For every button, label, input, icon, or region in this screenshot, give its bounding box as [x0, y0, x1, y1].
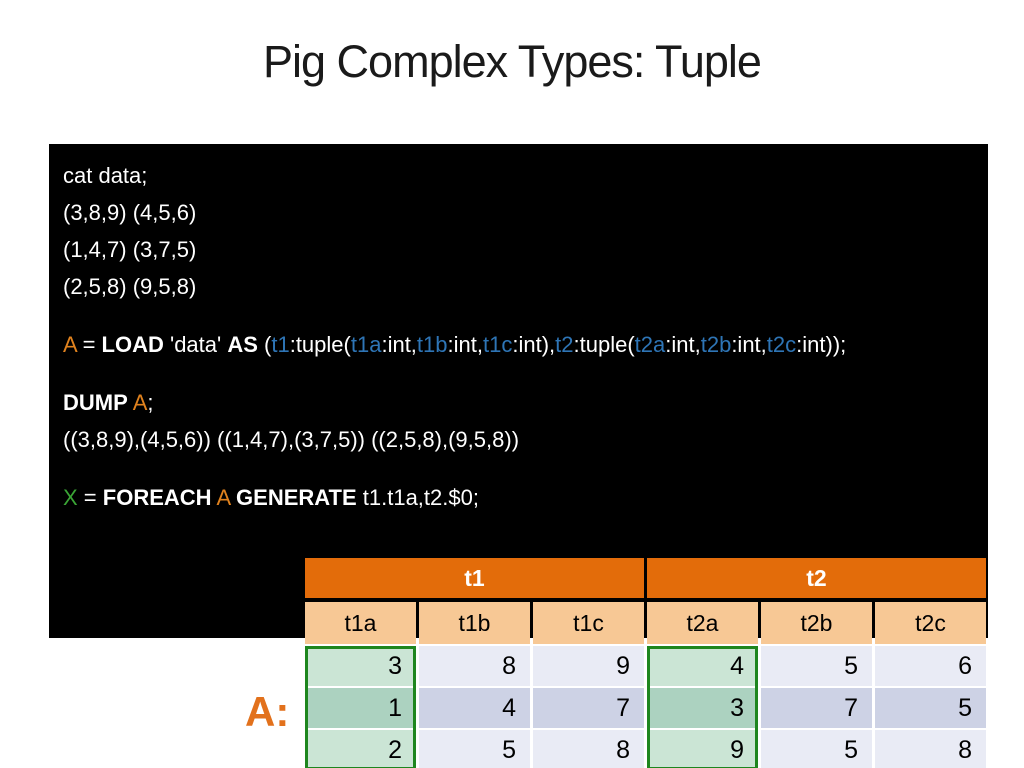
code-token: ;: [147, 390, 154, 415]
code-token: LOAD: [101, 332, 164, 357]
code-token: cat data;: [63, 163, 148, 188]
code-token: t2b: [700, 332, 732, 357]
code-line: (3,8,9) (4,5,6): [63, 194, 988, 231]
code-line: cat data;: [63, 157, 988, 194]
table-cell: 5: [761, 646, 872, 686]
table-header-cell: t1b: [419, 602, 530, 644]
table-cell: 7: [533, 688, 644, 728]
code-line: (2,5,8) (9,5,8): [63, 268, 988, 305]
code-token: t1a: [350, 332, 382, 357]
table-cell: 5: [761, 730, 872, 768]
table-cell: 7: [761, 688, 872, 728]
code-token: :int,: [665, 332, 701, 357]
code-token: t2a: [634, 332, 666, 357]
code-token: :tuple(: [289, 332, 351, 357]
code-token: :int,: [381, 332, 417, 357]
table-cell: 2: [305, 730, 416, 768]
table-header-cell: t2a: [647, 602, 758, 644]
code-token: =: [77, 485, 103, 510]
code-blank-line: [63, 458, 988, 479]
code-line: A = LOAD 'data' AS (t1:tuple(t1a:int,t1b…: [63, 326, 988, 363]
code-token: :int));: [796, 332, 847, 357]
code-line: (1,4,7) (3,7,5): [63, 231, 988, 268]
code-token: :int,: [447, 332, 483, 357]
table-header-cell: t1c: [533, 602, 644, 644]
code-blank-line: [63, 363, 988, 384]
table-cell: 8: [419, 646, 530, 686]
code-line: X = FOREACH A GENERATE t1.t1a,t2.$0;: [63, 479, 988, 516]
table-cell: 8: [875, 730, 986, 768]
code-token: t1.t1a,t2.$0;: [356, 485, 479, 510]
table-cell: 5: [875, 688, 986, 728]
table-header-cell: t1a: [305, 602, 416, 644]
code-token: :tuple(: [573, 332, 635, 357]
code-token: (1,4,7) (3,7,5): [63, 237, 197, 262]
code-token: (3,8,9) (4,5,6): [63, 200, 197, 225]
table-cell: 8: [533, 730, 644, 768]
code-token: (: [257, 332, 272, 357]
code-token: :int),: [512, 332, 556, 357]
table-cell: 4: [419, 688, 530, 728]
code-token: DUMP: [63, 390, 128, 415]
code-block: cat data; (3,8,9) (4,5,6) (1,4,7) (3,7,5) (…: [49, 144, 988, 638]
table-cell: 3: [305, 646, 416, 686]
code-token: X: [63, 485, 78, 510]
code-token: :int,: [731, 332, 767, 357]
code-token: GENERATE: [236, 485, 357, 510]
result-label: A:: [245, 688, 290, 735]
code-token: ((3,8,9),(4,5,6)) ((1,4,7),(3,7,5)) ((2,…: [63, 427, 520, 452]
table-cell: 9: [533, 646, 644, 686]
table-cell: 9: [647, 730, 758, 768]
code-token: t2: [555, 332, 574, 357]
code-token: 'data': [163, 332, 228, 357]
code-token: t2c: [766, 332, 797, 357]
table-cell: 5: [419, 730, 530, 768]
slide-title: Pig Complex Types: Tuple: [263, 36, 762, 87]
code-line: ((3,8,9),(4,5,6)) ((1,4,7),(3,7,5)) ((2,…: [63, 421, 988, 458]
code-token: FOREACH: [102, 485, 212, 510]
code-token: t1: [271, 332, 290, 357]
code-token: t1c: [482, 332, 513, 357]
table-cell: 3: [647, 688, 758, 728]
code-token: A: [216, 485, 230, 510]
code-line: DUMP A;: [63, 384, 988, 421]
code-blank-line: [63, 305, 988, 326]
code-token: A: [63, 332, 77, 357]
table-cell: 6: [875, 646, 986, 686]
table-cell: 1: [305, 688, 416, 728]
table-header-cell: t2c: [875, 602, 986, 644]
code-token: =: [76, 332, 102, 357]
code-token: t1b: [416, 332, 448, 357]
table-group-header-cell: t2: [647, 558, 986, 598]
code-token: A: [132, 390, 148, 415]
code-token: (2,5,8) (9,5,8): [63, 274, 197, 299]
code-token: AS: [227, 332, 258, 357]
table-header-cell: t2b: [761, 602, 872, 644]
table-group-header-cell: t1: [305, 558, 644, 598]
table-cell: 4: [647, 646, 758, 686]
